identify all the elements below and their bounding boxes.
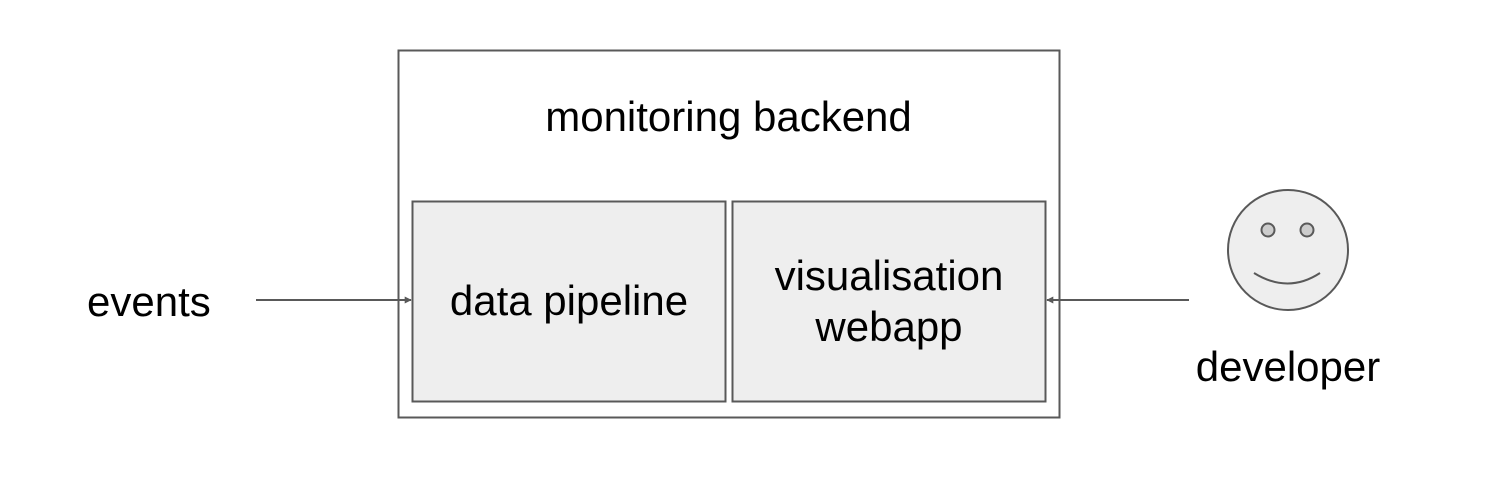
visualisation-webapp-label-area: visualisation webapp [733,202,1045,401]
smiley-face-icon [1227,189,1349,311]
data-pipeline-label-area: data pipeline [413,202,725,401]
events-label: events [87,278,211,325]
data-pipeline-box [411,200,727,403]
data-pipeline-label: data pipeline [449,277,689,325]
monitoring-backend-label: monitoring backend [545,93,912,140]
developer-label: developer [1195,343,1381,390]
face-outline [1227,189,1349,311]
left-eye [1260,222,1276,238]
visualisation-webapp-label: visualisation webapp [774,252,1004,350]
right-eye [1299,222,1315,238]
visualisation-webapp-box [731,200,1047,403]
smile-mouth [1253,272,1321,285]
